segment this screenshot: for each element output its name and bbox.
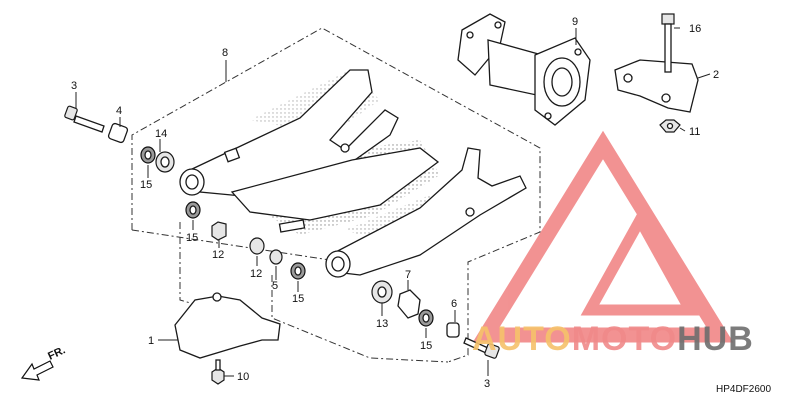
leader-lines: [75, 27, 711, 377]
callout-15-c: 15: [292, 293, 304, 305]
callout-5: 5: [272, 280, 278, 292]
callout-15-d: 15: [420, 340, 432, 352]
callout-12-b: 12: [250, 268, 262, 280]
watermark-triangle-inner: [580, 208, 700, 316]
callout-10: 10: [237, 371, 249, 383]
callout-3-top: 3: [71, 80, 77, 92]
left-bearings: [140, 146, 201, 219]
nut-11-bore: [666, 122, 674, 130]
bearing-13-bore: [377, 286, 387, 298]
right-pivot-bore: [331, 256, 345, 272]
bolt-3-head-bottom: [484, 343, 500, 359]
front-label: FR.: [46, 344, 67, 362]
watermark-triangle-outer: [472, 130, 734, 343]
bearing-holder-hole-2: [494, 21, 502, 29]
bolt-10-shank: [215, 359, 221, 371]
bearing-holder-hole-1: [466, 31, 474, 39]
collar-7: [397, 289, 421, 319]
callout-4: 4: [116, 105, 122, 117]
seal-15-d-bore: [422, 313, 430, 323]
frame-boss-1: [340, 143, 350, 153]
bracket-assembly: [614, 13, 699, 133]
bolt-3-head-top: [64, 105, 78, 121]
bracket-hole-1: [623, 73, 633, 83]
right-bearings: [371, 280, 434, 327]
bolt-16-shank: [664, 23, 672, 73]
watermark-logo: [472, 130, 734, 343]
watermark-word-1: AUTO: [472, 320, 572, 358]
callout-15-b: 15: [186, 232, 198, 244]
collar-6: [446, 322, 460, 338]
skid-guard: [174, 292, 281, 385]
skid-plate: [174, 295, 281, 359]
cross-member: [230, 147, 440, 221]
callout-2: 2: [713, 69, 719, 81]
bracket-plate: [614, 59, 699, 113]
bearing-14-bore: [160, 156, 170, 168]
skid-plate-hole: [212, 292, 222, 302]
frame-bracket-2: [278, 219, 306, 233]
callout-1: 1: [148, 335, 154, 347]
callout-3-bottom: 3: [484, 378, 490, 390]
bolt-3-shank-top: [73, 115, 105, 133]
lower-small-parts: [211, 221, 306, 280]
bolt-16-head: [661, 13, 675, 25]
front-direction-indicator: FR.: [20, 344, 67, 381]
callout-11: 11: [689, 126, 700, 138]
swingarm-frame: [179, 69, 527, 278]
nut-12-a: [211, 221, 227, 241]
bearing-holder-hole-4: [544, 112, 552, 120]
seal-15-a-bore: [144, 150, 152, 160]
watermark-word-3: HUB: [677, 320, 754, 358]
callout-8: 8: [222, 47, 228, 59]
callout-9: 9: [572, 16, 578, 28]
nut-12-b: [249, 237, 265, 255]
left-pivot-bore: [185, 174, 199, 190]
frame-bracket-1: [223, 147, 241, 163]
diagram-code: HP4DF2600: [716, 384, 771, 395]
right-arm: [329, 147, 527, 276]
front-arrow-icon: [20, 360, 54, 381]
callout-labels: 3 4 8 9 16 2 11 14 15 15 12 12 5 15 7 13…: [71, 16, 719, 390]
watermark-word-2: MOTO: [572, 320, 677, 358]
callout-15-a: 15: [140, 179, 152, 191]
callout-14: 14: [155, 128, 167, 140]
bearing-holder: [457, 13, 591, 126]
callout-6: 6: [451, 298, 457, 310]
pivot-bolt-right: [446, 322, 500, 359]
collar-4: [107, 122, 129, 144]
bracket-hole-2: [661, 93, 671, 103]
bearing-holder-inner: [551, 67, 573, 97]
seal-15-c-bore: [294, 266, 302, 276]
frame-boss-2: [465, 207, 475, 217]
callout-7: 7: [405, 269, 411, 281]
collar-5: [269, 249, 283, 265]
callout-16: 16: [689, 23, 701, 35]
watermark-wordmark: AUTOMOTOHUB: [472, 320, 754, 358]
bearing-holder-hole-3: [574, 48, 582, 56]
seal-15-b-bore: [189, 205, 197, 215]
callout-13: 13: [376, 318, 388, 330]
pivot-bolt-left: [64, 105, 129, 144]
callout-12-a: 12: [212, 249, 224, 261]
